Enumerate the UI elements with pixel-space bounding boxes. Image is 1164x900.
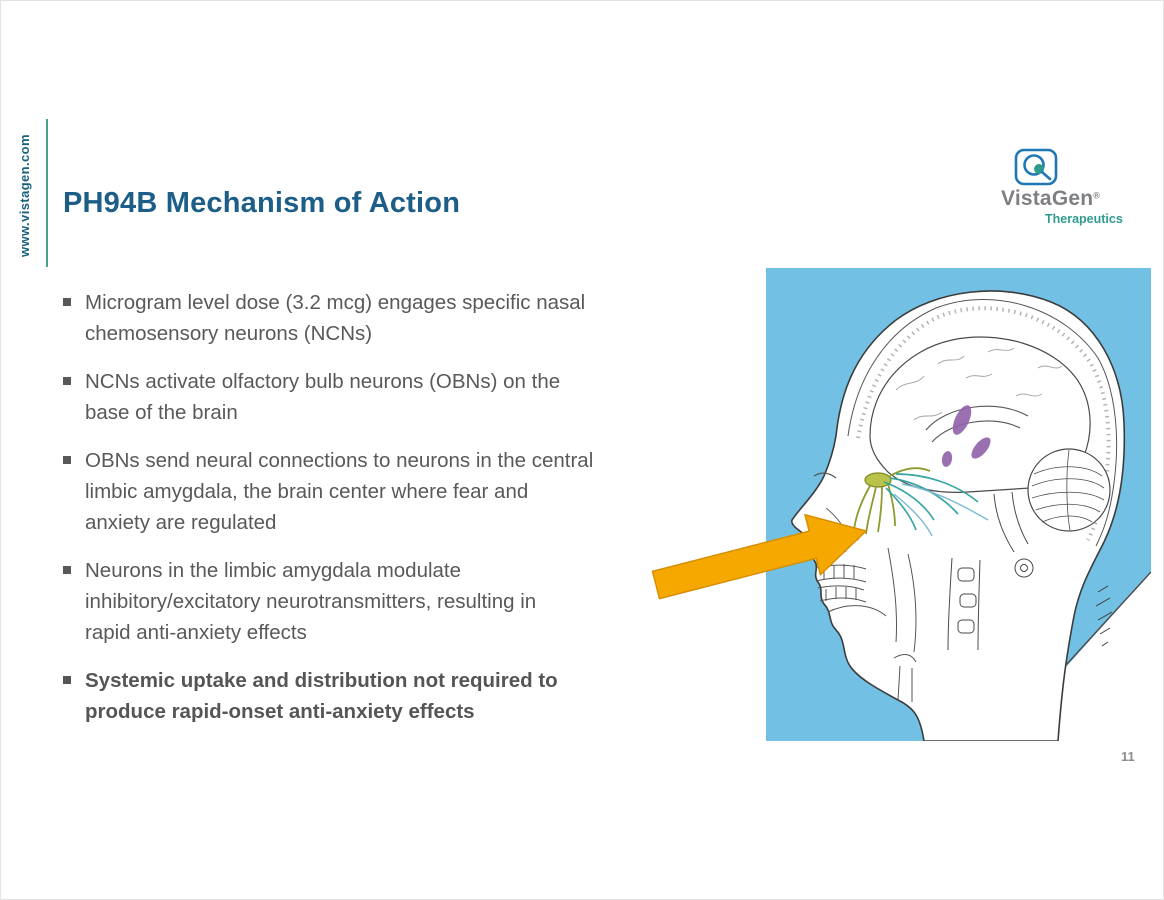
bullet-text: NCNs activate olfactory bulb neurons (OB…: [85, 370, 561, 424]
olfactory-bulb: [853, 467, 931, 535]
bullet-text: Systemic uptake and distribution not req…: [85, 669, 558, 723]
bullet-item-emphasis: Systemic uptake and distribution not req…: [63, 665, 703, 727]
head-anatomy-figure: [766, 268, 1151, 741]
bullet-square-icon: [63, 377, 71, 385]
amygdala-arrow-icon: [651, 513, 867, 600]
logo-name: VistaGen: [1001, 187, 1094, 210]
bullet-square-icon: [63, 676, 71, 684]
bullet-item: NCNs activate olfactory bulb neurons (OB…: [63, 366, 703, 428]
bullet-square-icon: [63, 456, 71, 464]
neural-pathways: [883, 473, 989, 537]
head-anatomy-illustration: [766, 268, 1151, 741]
logo-registered-mark: ®: [1093, 190, 1100, 201]
bullet-text: Neurons in the limbic amygdala modulate …: [85, 559, 537, 644]
vistagen-logo-icon: [1014, 148, 1058, 186]
bullet-square-icon: [63, 566, 71, 574]
bullet-item: Neurons in the limbic amygdala modulate …: [63, 555, 703, 648]
bullet-item: OBNs send neural connections to neurons …: [63, 445, 703, 538]
bullet-square-icon: [63, 298, 71, 306]
cerebellum: [1027, 448, 1111, 532]
logo-text: VistaGen® Therapeutics: [999, 187, 1149, 226]
logo-subtitle: Therapeutics: [1045, 212, 1123, 226]
bullet-text: OBNs send neural connections to neurons …: [85, 449, 594, 534]
bullet-text: Microgram level dose (3.2 mcg) engages s…: [85, 291, 586, 345]
sidebar-url: www.vistagen.com: [17, 134, 32, 257]
bullet-list: Microgram level dose (3.2 mcg) engages s…: [63, 287, 703, 744]
bullet-item: Microgram level dose (3.2 mcg) engages s…: [63, 287, 703, 349]
page-title: PH94B Mechanism of Action: [63, 187, 461, 219]
page-number: 11: [1121, 749, 1135, 764]
sidebar-divider-line: [46, 119, 48, 267]
limbic-structures: [941, 405, 991, 467]
logo: VistaGen® Therapeutics: [999, 147, 1149, 226]
